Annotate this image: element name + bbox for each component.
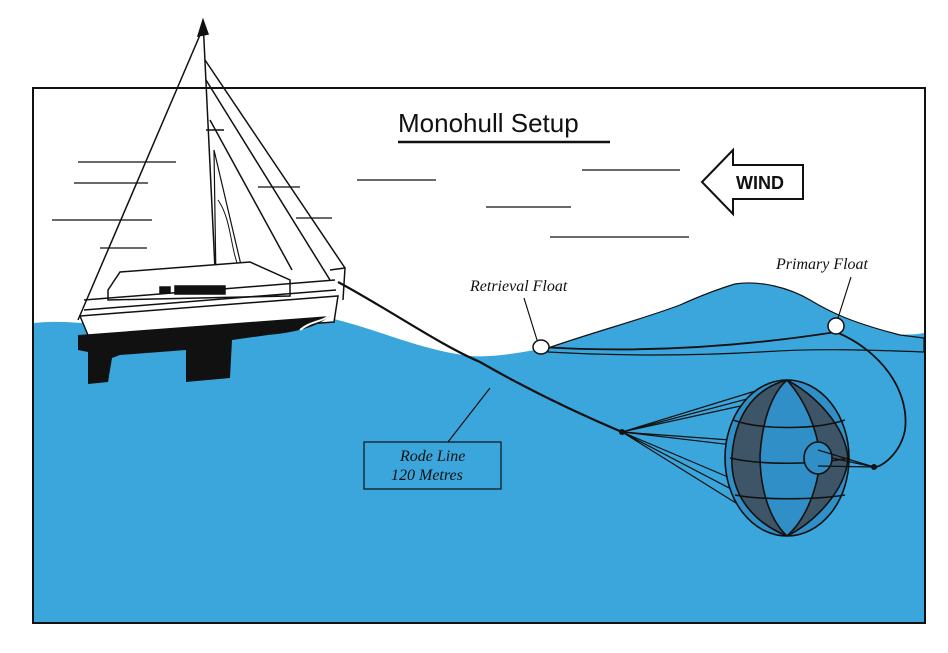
chute-anchor-point <box>871 464 877 470</box>
retrieval-float-pointer <box>523 297 538 341</box>
float-line <box>540 331 907 468</box>
wind-lines <box>52 161 689 249</box>
wave-crest <box>547 282 925 356</box>
parachute-canopy <box>724 379 850 537</box>
parachute-tail-lines <box>817 449 875 468</box>
wind-label: WIND <box>736 173 784 193</box>
rode-line-pointer <box>447 387 491 443</box>
retrieval-float <box>532 339 550 355</box>
wind-arrow: WIND <box>700 147 804 217</box>
rode-line-length: 120 Metres <box>391 467 463 484</box>
boat-hull <box>78 316 330 384</box>
primary-float-pointer <box>837 276 852 319</box>
rode-line <box>337 281 623 434</box>
rode-line-label-box <box>363 441 502 490</box>
diagram-frame <box>32 87 926 624</box>
bow-spray <box>299 313 331 331</box>
primary-float-label: Primary Float <box>775 256 869 273</box>
rode-line-label: Rode Line <box>399 448 465 465</box>
sailboat <box>77 17 346 341</box>
diagram-title: Monohull Setup <box>398 108 579 138</box>
rode-junction <box>619 429 625 435</box>
primary-float <box>827 317 845 335</box>
retrieval-float-label: Retrieval Float <box>469 278 568 295</box>
